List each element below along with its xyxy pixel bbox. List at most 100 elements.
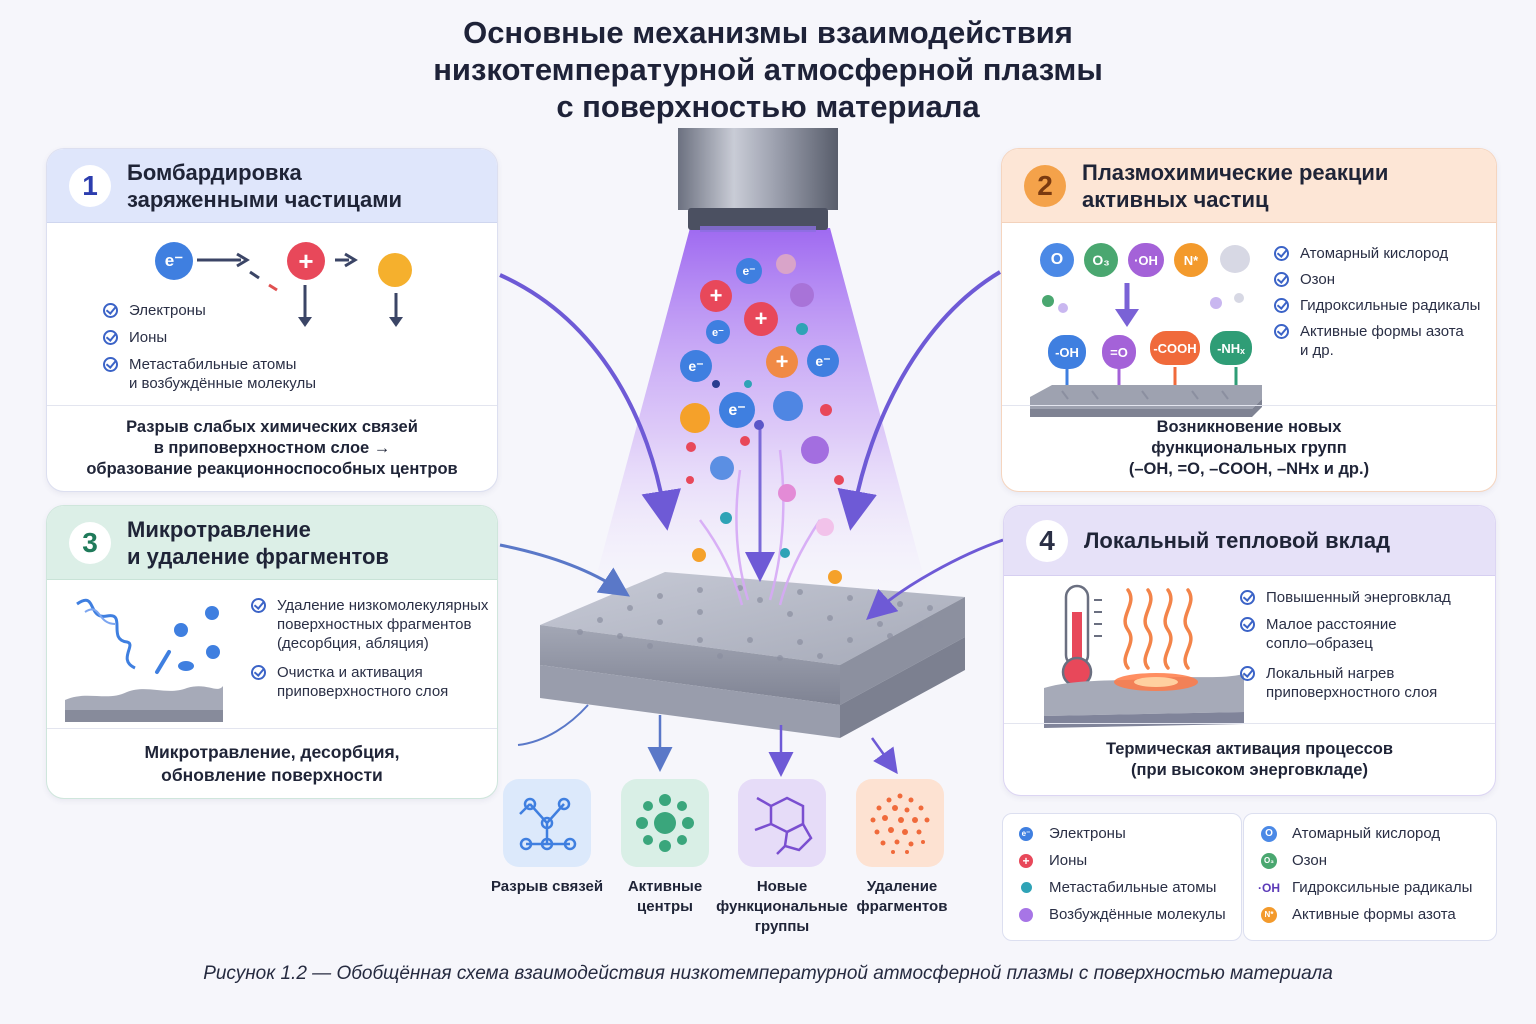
legend-label: Атомарный кислород [1292,825,1441,842]
panel-4-title: Локальный тепловой вклад [1084,528,1391,553]
material-sample [540,572,965,738]
outcome-label-fragment-removal: Удаление фрагментов [846,877,958,917]
legend-reactive-species: O Атомарный кислород O₃ Озон ·OH Гидрокс… [1243,813,1497,941]
check-item-distance: Малое расстояние сопло–образец [1240,615,1397,653]
bond-network-icon [519,797,577,851]
panel-3-title-line-2: и удаление фрагментов [127,543,389,569]
panel-2-header: 2 Плазмохимические реакции активных част… [1002,149,1496,223]
panel-3-header: 3 Микротравление и удаление фрагментов [47,506,497,580]
page-title: Основные механизмы взаимодействия низкот… [0,14,1536,125]
check-item-ozone: Озон [1274,270,1335,289]
item-label: и возбуждённые молекулы [129,375,317,392]
molecule-structure-icon [754,796,813,855]
molecule-icon [1220,245,1250,273]
panel-plasmachemical: 2 Плазмохимические реакции активных част… [1001,148,1497,492]
functional-groups-tile [738,779,826,867]
atomic-oxygen-legend-icon: O [1261,825,1277,842]
electron-icon: e⁻ [155,242,193,280]
carboxyl-group-tag: -COOH [1150,331,1200,365]
excited-molecule-particle [778,484,796,502]
check-icon [103,330,118,345]
panel-2-title-line-2: активных частиц [1082,186,1269,212]
bombardment-illustration [197,252,403,327]
outcome-label-line: фрагментов [856,898,948,915]
legend-label: Активные формы азота [1292,906,1456,923]
outcome-label-line: группы [754,918,810,935]
electron-particle: e⁻ [807,345,839,377]
ozone-icon: O₃ [1084,243,1118,277]
check-icon [103,303,118,318]
conclusion-line: Микротравление, десорбция, [144,741,400,762]
electron-particle: e⁻ [680,350,712,382]
plasma-nozzle [678,128,838,210]
excited-molecule-particle [776,254,796,274]
excited-molecule-particle [773,391,803,421]
electron-particle: e⁻ [719,392,755,428]
panel-1-title: Бомбардировка заряженными частицами [127,159,402,213]
check-item-ions: Ионы [103,328,167,347]
panel-3-title-line-1: Микротравление [127,516,311,542]
small-particle-icon [1210,297,1222,309]
panel-microetching: 3 Микротравление и удаление фрагментов У… [46,505,498,799]
conclusion-line: образование реакционноспособных центров [86,460,458,478]
item-label: поверхностных фрагментов [277,616,472,633]
metastable-atom-icon [378,253,412,287]
item-label: Малое расстояние [1266,616,1397,633]
electron-particle: e⁻ [706,320,730,344]
metastable-particle [820,404,832,416]
small-particle-icon [1058,303,1068,313]
panel-1-title-line-1: Бомбардировка [127,159,302,185]
excited-molecule-particle [816,518,834,536]
legend-label: Возбуждённые молекулы [1049,906,1226,923]
item-label: Озон [1300,271,1336,288]
metastable-particle [686,442,696,452]
item-label: Электроны [129,302,206,319]
legend-label: Ионы [1049,852,1088,869]
item-label: Повышенный энерговклад [1266,589,1451,606]
panel-4-conclusion: Термическая активация процессов (при выс… [1004,723,1495,795]
conclusion-line: в приповерхностном слое → [153,439,391,457]
scatter-dots-icon [870,793,930,854]
item-label: приповерхностного слоя [277,683,449,700]
check-item-hydroxyl: Гидроксильные радикалы [1274,296,1480,315]
panel-bombardment: 1 Бомбардировка заряженными частицами e⁻… [46,148,498,492]
panel-3-conclusion: Микротравление, десорбция, обновление по… [47,728,497,798]
nitrogen-species-icon: N* [1174,243,1208,277]
step-number-2: 2 [1024,164,1066,207]
outcome-label-line: Новые [756,878,808,895]
metastable-legend-icon [1020,882,1032,893]
legend-charged-particles: e⁻ Электроны + Ионы Метастабильные атомы… [1002,813,1242,941]
outcome-label-functional-groups: Новые функциональные группы [712,877,852,937]
step-number-4: 4 [1026,519,1068,562]
item-label: приповерхностного слоя [1266,684,1438,701]
outcome-label-line: центры [637,898,693,915]
etching-illustration [65,598,223,722]
outcome-label-active-centers: Активные центры [603,877,727,917]
conclusion-line: функциональных групп [1151,439,1347,457]
item-label: Метастабильные атомы [129,356,297,373]
excited-molecule-particle [790,283,814,307]
item-label: Активные формы азота [1300,323,1464,340]
check-item-metastable: Метастабильные атомы и возбуждённые моле… [103,355,316,393]
outcome-label-line: функциональные [716,898,848,915]
functionalization-illustration [1030,283,1262,417]
item-label: сопло–образец [1266,635,1373,652]
check-icon [1240,617,1255,632]
check-icon [1274,324,1289,339]
amine-group-tag: -NHₓ [1210,331,1252,365]
electron-particle: e⁻ [736,258,762,284]
check-icon [1240,666,1255,681]
check-item-nitrogen: Активные формы азота и др. [1274,322,1464,360]
hydroxyl-icon: ·OH [1128,243,1164,277]
metastable-particle [780,548,790,558]
electron-legend-icon: e⁻ [1019,826,1033,841]
check-icon [1240,590,1255,605]
conclusion-line: обновление поверхности [161,764,383,785]
conclusion-line: Возникновение новых [1156,418,1342,436]
bond-breaking-tile [503,779,591,867]
check-item-electrons: Электроны [103,301,206,320]
step-number-3: 3 [69,521,111,564]
outcome-label-line: Разрыв связей [490,878,604,895]
check-icon [103,357,118,372]
item-label: (десорбция, абляция) [277,635,429,652]
